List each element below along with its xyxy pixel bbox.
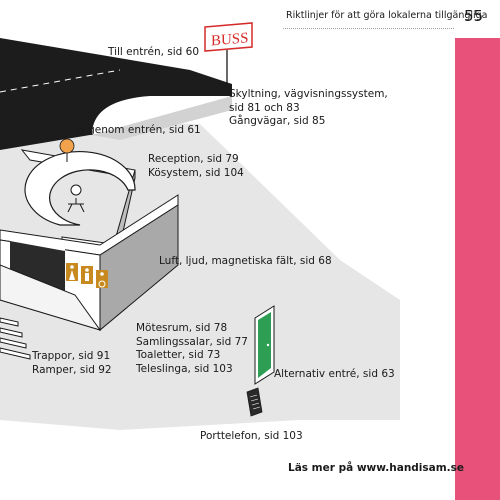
building-side <box>99 204 179 332</box>
page-header-title: Riktlinjer för att göra lokalerna tillgä… <box>286 10 488 21</box>
label-entrance: Till entrén, sid 60 <box>108 46 200 58</box>
road <box>0 38 232 160</box>
bus-sign-text: BUSS <box>211 30 248 49</box>
chair-icon <box>67 198 85 213</box>
label-air-sound: Luft, ljud, magnetiska fält, sid 68 <box>159 255 332 267</box>
alt-door <box>258 312 271 378</box>
header-divider <box>283 28 454 29</box>
label-through-entrance: In genom entrén, sid 61 <box>75 124 201 136</box>
footer-link[interactable]: Läs mer på www.handisam.se <box>288 462 465 474</box>
doorway-frame <box>9 239 66 251</box>
label-stairs: Trappor, sid 91 Ramper, sid 92 <box>32 350 112 377</box>
label-signage: Skyltning, vägvisningssystem, sid 81 och… <box>229 88 388 129</box>
label-signage-line-3: Gångvägar, sid 85 <box>229 115 326 127</box>
ramp <box>0 264 102 331</box>
label-alt-entrance: Alternativ entré, sid 63 <box>274 368 395 380</box>
stairs <box>0 317 31 360</box>
lamp-icon <box>59 138 75 154</box>
door-handle-icon <box>266 343 270 347</box>
section-color-tab <box>455 38 500 500</box>
plaza-floor <box>0 123 400 430</box>
bus-sign-board <box>204 22 253 52</box>
reception-desk <box>24 151 136 226</box>
label-meeting-line-3: Toaletter, sid 73 <box>136 349 221 361</box>
door-phone-icon <box>246 387 263 417</box>
label-stairs-line-1: Trappor, sid 91 <box>32 350 111 362</box>
person-head-icon <box>70 184 82 196</box>
label-reception-line-1: Reception, sid 79 <box>148 153 239 165</box>
label-meeting-line-2: Samlingssalar, sid 77 <box>136 335 248 348</box>
walkway <box>92 96 232 140</box>
label-door-phone: Porttelefon, sid 103 <box>200 430 303 442</box>
label-meeting-line-1: Mötesrum, sid 78 <box>136 322 228 334</box>
label-reception-line-2: Kösystem, sid 104 <box>148 166 244 179</box>
label-signage-line-2: sid 81 och 83 <box>229 101 300 114</box>
label-meeting-line-4: Teleslinga, sid 103 <box>136 362 233 375</box>
road-lane-marking <box>0 69 121 93</box>
label-stairs-line-2: Ramper, sid 92 <box>32 363 112 376</box>
page-number: 55 <box>464 7 484 25</box>
label-signage-line-1: Skyltning, vägvisningssystem, <box>229 88 388 100</box>
label-meeting: Mötesrum, sid 78 Samlingssalar, sid 77 T… <box>136 322 248 376</box>
label-reception: Reception, sid 79 Kösystem, sid 104 <box>148 153 244 180</box>
